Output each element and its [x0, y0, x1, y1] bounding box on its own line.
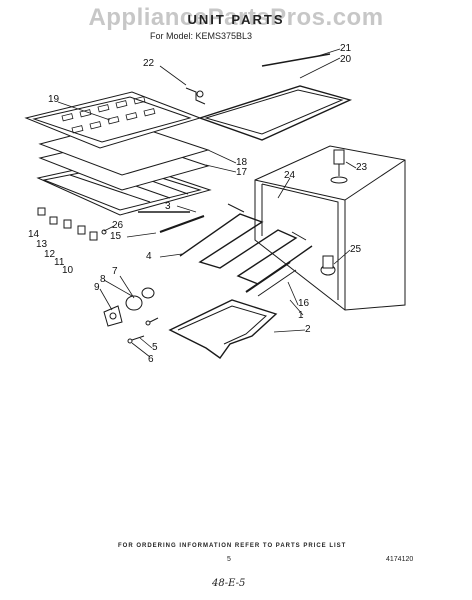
model-line: For Model: KEMS375BL3: [150, 31, 253, 41]
callout-12: 12: [44, 249, 56, 260]
sensor-rod: [245, 261, 297, 297]
callout-4: 4: [146, 251, 152, 262]
broil-element: [197, 85, 353, 141]
callout-2: 2: [305, 324, 311, 335]
callout-18: 18: [236, 157, 248, 168]
callout-leaders: [57, 48, 357, 358]
callout-15: 15: [110, 231, 122, 242]
callout-8: 8: [100, 274, 106, 285]
callout-22: 22: [143, 58, 155, 69]
screws: [127, 317, 159, 344]
lower-element: [168, 299, 278, 359]
callout-19: 19: [48, 94, 60, 105]
callout-1: 1: [298, 310, 304, 321]
callout-7: 7: [112, 266, 118, 277]
oven-cavity: [254, 145, 406, 311]
callout-10: 10: [62, 265, 74, 276]
callout-9: 9: [94, 282, 100, 293]
callout-25: 25: [350, 244, 362, 255]
callout-23: 23: [356, 162, 368, 173]
callout-20: 20: [340, 54, 352, 65]
callout-14: 14: [28, 229, 40, 240]
callout-21: 21: [340, 43, 352, 54]
callout-5: 5: [152, 342, 158, 353]
document-number: 4174120: [386, 556, 414, 563]
callout-6: 6: [148, 354, 154, 365]
bake-element: [159, 203, 313, 285]
handwritten-note: 48-E-5: [212, 578, 246, 589]
terminal-block: [320, 255, 336, 276]
callout-16: 16: [298, 298, 310, 309]
callout-17: 17: [236, 167, 248, 178]
callout-24: 24: [284, 170, 296, 181]
oven-racks: [24, 91, 212, 216]
callout-3: 3: [165, 201, 171, 212]
page-number: 5: [227, 556, 231, 563]
callout-11: 11: [54, 257, 65, 268]
watermark-logo: AppliancePartsPros.com: [88, 4, 384, 31]
callout-13: 13: [36, 239, 48, 250]
callout-26: 26: [112, 220, 124, 231]
ordering-note: FOR ORDERING INFORMATION REFER TO PARTS …: [118, 543, 347, 549]
support-rod: [185, 53, 331, 105]
knob-hardware: [37, 207, 190, 241]
page-title: UNIT PARTS: [187, 12, 285, 27]
light-assembly: [103, 287, 155, 327]
thermostat-bulb: [330, 149, 348, 184]
